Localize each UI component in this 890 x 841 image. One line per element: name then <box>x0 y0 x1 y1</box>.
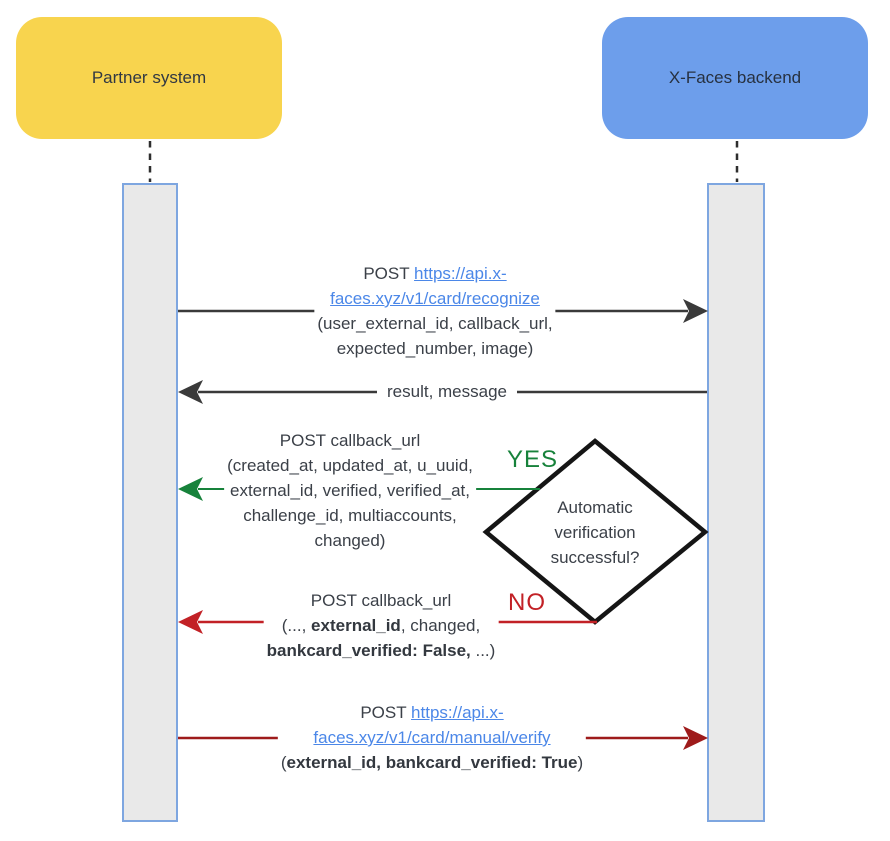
manual-verify-args: ) <box>577 753 584 772</box>
lifeline-backend <box>707 183 765 822</box>
manual-verify-url-link[interactable]: faces.xyz/v1/card/manual/verify <box>313 728 551 747</box>
message-callback-success: POST callback_url (created_at, updated_a… <box>224 428 476 553</box>
callback-success-line: changed) <box>314 531 386 550</box>
callback-fail-line: POST callback_url <box>310 591 452 610</box>
arrowhead-right-icon <box>683 726 708 750</box>
actor-partner-system[interactable]: Partner system <box>16 17 282 139</box>
manual-verify-args: ( <box>280 753 287 772</box>
no-branch-label: NO <box>508 589 546 616</box>
callback-success-line: (created_at, updated_at, u_uuid, <box>227 456 473 475</box>
arrowhead-left-icon <box>178 610 203 634</box>
decision-question: Automatic verification successful? <box>551 495 640 570</box>
manual-verify-url-link[interactable]: https://api.x- <box>411 703 504 722</box>
callback-success-line: external_id, verified, verified_at, <box>229 481 471 500</box>
arrowhead-right-icon <box>683 299 708 323</box>
yes-branch-label: YES <box>507 446 559 473</box>
decision-question-line: successful? <box>550 548 640 567</box>
callback-fail-text: (..., <box>281 616 312 635</box>
recognize-args: expected_number, image) <box>336 339 534 358</box>
message-result: result, message <box>377 379 517 404</box>
decision-question-line: verification <box>554 523 636 542</box>
recognize-method: POST <box>363 264 415 283</box>
decision-question-line: Automatic <box>557 498 633 517</box>
message-callback-fail: POST callback_url (..., external_id, cha… <box>263 588 499 663</box>
callback-fail-bold: bankcard_verified: False, <box>266 641 471 660</box>
manual-verify-args-bold: external_id, bankcard_verified: True <box>286 753 578 772</box>
arrowhead-left-icon <box>178 380 203 404</box>
recognize-url-link[interactable]: https://api.x- <box>414 264 507 283</box>
actor-backend[interactable]: X-Faces backend <box>602 17 868 139</box>
callback-success-line: POST callback_url <box>279 431 421 450</box>
callback-fail-text: ...) <box>470 641 496 660</box>
recognize-args: (user_external_id, callback_url, <box>317 314 553 333</box>
callback-fail-bold: external_id <box>311 616 401 635</box>
message-recognize: POST https://api.x- faces.xyz/v1/card/re… <box>314 261 556 361</box>
manual-verify-method: POST <box>360 703 412 722</box>
callback-success-line: challenge_id, multiaccounts, <box>243 506 457 525</box>
actor-backend-label: X-Faces backend <box>668 68 802 87</box>
lifeline-partner <box>122 183 178 822</box>
message-manual-verify: POST https://api.x- faces.xyz/v1/card/ma… <box>277 700 587 775</box>
actor-partner-label: Partner system <box>91 68 207 87</box>
recognize-url-link[interactable]: faces.xyz/v1/card/recognize <box>330 289 540 308</box>
arrowhead-left-icon <box>178 477 203 501</box>
callback-fail-text: , changed, <box>400 616 481 635</box>
